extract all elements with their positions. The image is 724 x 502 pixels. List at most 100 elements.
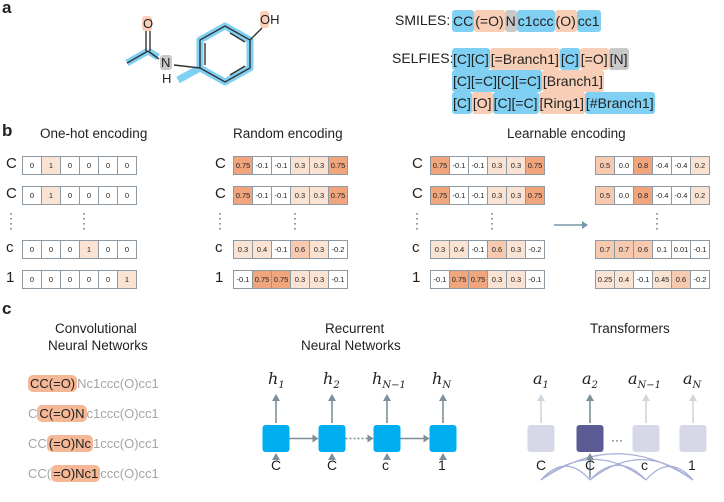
selfies-token: [N] <box>608 48 629 70</box>
transformer-input-token: 1 <box>688 457 696 473</box>
transformer-input-token: C <box>536 457 547 473</box>
attention-arc <box>645 465 694 481</box>
rnn-output-arrow-head <box>439 394 447 401</box>
transformer-input-token: c <box>641 457 648 473</box>
encoding-cell: 0.75 <box>525 156 545 175</box>
row-label: C <box>412 185 423 202</box>
encoding-cell: -0.1 <box>328 270 348 289</box>
encoding-cell: 0.3 <box>487 156 507 175</box>
encoding-cell: -0.4 <box>671 156 691 175</box>
transformer-output-label-subscript: N <box>692 380 702 392</box>
rnn-input-token: C <box>271 457 282 473</box>
row-label: 1 <box>412 269 421 286</box>
transformer-output-label-subscript: 1 <box>542 380 549 392</box>
cnn-context-text: 1ccc(O)cc1 <box>93 436 159 451</box>
smiles-token: N <box>504 10 517 32</box>
rnn-input-token: c <box>382 457 389 473</box>
selfies-token: [#Branch1] <box>584 92 655 114</box>
encoding-cell: 1 <box>117 270 137 289</box>
onehot-title: One-hot encoding <box>40 126 148 141</box>
encoding-cell: -0.4 <box>652 186 672 205</box>
rnn-hidden-state-label: h2 <box>323 369 340 391</box>
rnn-hidden-state-label: h1 <box>268 369 285 391</box>
encoding-cell: 0.3 <box>487 186 507 205</box>
rnn-hidden-state-label-base: h <box>432 369 443 388</box>
o-atom-label: O <box>143 16 153 31</box>
encoding-cell: 0.3 <box>506 240 526 259</box>
encoding-cell: -0.2 <box>328 240 348 259</box>
encoding-cell: -0.1 <box>468 156 488 175</box>
rnn-hidden-state-label-subscript: N <box>442 380 452 392</box>
encoding-cell: 0.75 <box>525 186 545 205</box>
encoding-cell: 0 <box>98 240 118 259</box>
transformer-output-arrow-head <box>689 394 697 401</box>
encoding-cell: 0.8 <box>633 156 653 175</box>
encoding-cell: 0.2 <box>690 186 710 205</box>
encoding-cell: 0.3 <box>290 270 310 289</box>
selfies-label: SELFIES: <box>392 50 454 66</box>
encoding-cell: 0.45 <box>652 270 672 289</box>
encoding-cell: 0.4 <box>449 240 469 259</box>
encoding-cell: 0 <box>117 240 137 259</box>
attention-arc <box>540 453 694 481</box>
h-atom-label: H <box>162 71 171 86</box>
encoding-cell: 0.3 <box>290 156 310 175</box>
encoding-cell: 0 <box>98 156 118 175</box>
rnn-input-arrow-head <box>328 453 336 460</box>
cnn-context-text: CC( <box>28 466 52 481</box>
bonds <box>126 25 263 83</box>
encoding-cell: -0.4 <box>671 186 691 205</box>
oh-atom-label: OH <box>260 12 280 27</box>
row-label: C <box>215 155 226 172</box>
rnn-cell <box>262 425 290 452</box>
row-label: c <box>215 239 223 256</box>
transformer-output-arrow-head <box>537 394 545 401</box>
ellipsis-dots: ···· <box>293 206 297 235</box>
rnn-input-token: 1 <box>438 457 446 473</box>
row-label: C <box>6 155 17 172</box>
smiles-token: c1ccc <box>516 10 555 32</box>
encoding-cell: -0.1 <box>252 186 272 205</box>
encoding-cell: 0 <box>60 156 80 175</box>
rnn-recurrent-arrow-head <box>367 434 374 443</box>
rnn-hidden-state-label-subscript: 1 <box>278 380 285 392</box>
random-title: Random encoding <box>233 126 343 141</box>
selfies-token: [C] <box>559 48 580 70</box>
smiles-token: cc1 <box>576 10 601 32</box>
encoding-cell: 0.25 <box>595 270 615 289</box>
selfies-token: [=Branch1] <box>489 48 560 70</box>
encoding-cell: 0.3 <box>309 156 329 175</box>
encoding-cell: 0.3 <box>309 186 329 205</box>
encoding-cell: 0.5 <box>595 156 615 175</box>
transformer-output-label-subscript: N−1 <box>637 380 662 392</box>
encoding-cell: 0.1 <box>652 240 672 259</box>
encoding-cell: 0.75 <box>233 156 253 175</box>
rnn-cell <box>429 425 457 452</box>
rnn-output-arrow-head <box>328 394 336 401</box>
ellipsis-dots: ···· <box>415 206 419 235</box>
encoding-cell: 0 <box>41 270 61 289</box>
row-label: 1 <box>6 269 15 286</box>
encoding-cell: 0 <box>22 270 42 289</box>
encoding-cell: -0.1 <box>271 186 291 205</box>
row-label: C <box>412 155 423 172</box>
rnn-title-line-2: Neural Networks <box>301 338 401 353</box>
encoding-cell: -0.1 <box>233 270 253 289</box>
rnn-recurrent-arrow-head <box>312 434 319 443</box>
selfies-line-2: [C][=C][C][=C][Branch1] <box>452 70 604 92</box>
row-label: C <box>215 185 226 202</box>
transformer-input-arrow-head <box>586 453 594 460</box>
encoding-cell: -0.1 <box>468 240 488 259</box>
cnn-title-line-1: Convolutional <box>55 321 137 336</box>
cnn-kernel-window: (=O)Nc <box>46 435 94 452</box>
selfies-token: [Ring1] <box>538 92 585 114</box>
